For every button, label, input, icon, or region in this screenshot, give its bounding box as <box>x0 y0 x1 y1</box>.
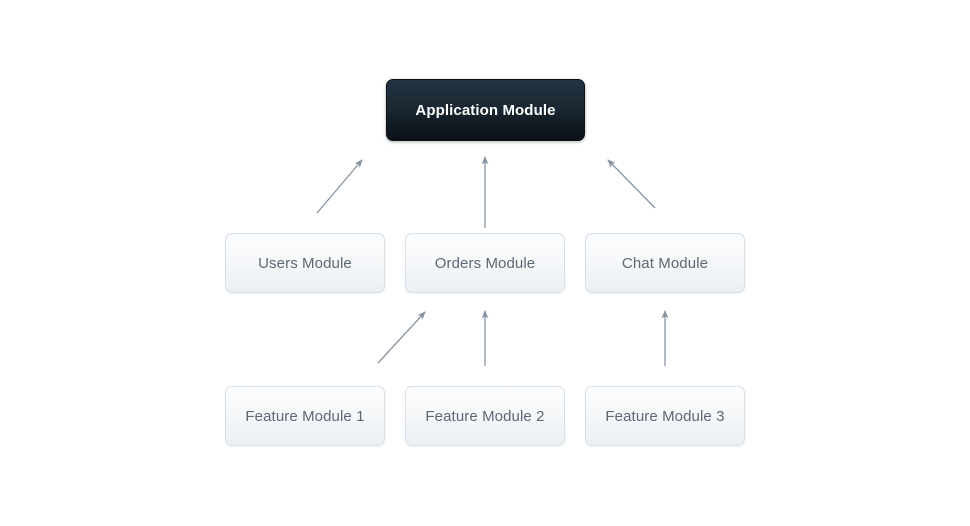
node-label-users-module: Users Module <box>258 254 352 272</box>
node-application-module[interactable]: Application Module <box>386 79 585 141</box>
node-label-orders-module: Orders Module <box>434 254 536 272</box>
node-label-feature-module-2: Feature Module 2 <box>425 407 545 425</box>
node-label-feature-module-1: Feature Module 1 <box>245 407 365 425</box>
node-label-application-module: Application Module <box>415 101 556 119</box>
edge-chat-to-application <box>607 159 656 209</box>
edge-users-to-application <box>316 159 363 214</box>
node-feature-module-2[interactable]: Feature Module 2 <box>405 386 565 446</box>
node-users-module[interactable]: Users Module <box>225 233 385 293</box>
node-chat-module[interactable]: Chat Module <box>585 233 745 293</box>
node-label-feature-module-3: Feature Module 3 <box>605 407 725 425</box>
node-label-chat-module: Chat Module <box>621 254 709 272</box>
edge-feature1-to-orders <box>377 311 426 364</box>
node-orders-module[interactable]: Orders Module <box>405 233 565 293</box>
node-feature-module-1[interactable]: Feature Module 1 <box>225 386 385 446</box>
node-feature-module-3[interactable]: Feature Module 3 <box>585 386 745 446</box>
